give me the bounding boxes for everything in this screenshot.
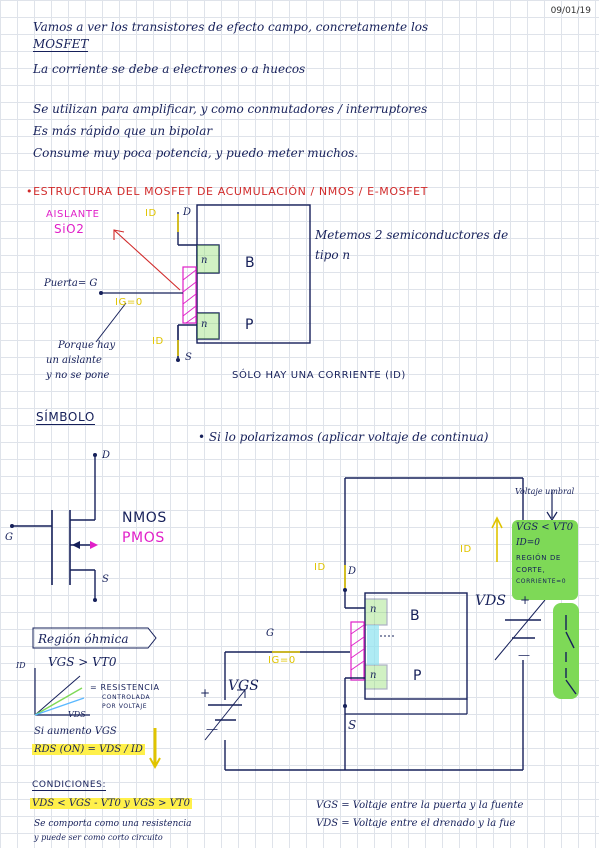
circuit-p: P — [413, 668, 423, 684]
def-vds: VDS = Voltaje entre el drenado y la fue — [316, 818, 516, 829]
pmos-label: PMOS — [122, 530, 165, 546]
corte-highlight — [512, 520, 578, 600]
nmos-label: NMOS — [122, 510, 167, 526]
intro-line-1: Vamos a ver los transistores de efecto c… — [33, 20, 429, 34]
sio2-label: SiO2 — [54, 222, 85, 236]
circuit-n-top: n — [370, 604, 377, 615]
voltaje-umbral-label: Voltaje umbral — [515, 487, 575, 496]
ohmica-vgs-gt: VGS > VT0 — [48, 655, 117, 669]
condiciones-line: VDS < VGS - VT0 y VGS > VT0 — [30, 798, 192, 809]
intro-line-4: Se utilizan para amplificar, y como conm… — [33, 102, 428, 116]
porque-line-2: un aislante — [46, 355, 102, 366]
corte-line-2: ID=0 — [516, 538, 541, 548]
date: 09/01/19 — [550, 6, 591, 16]
circuit-s: S — [348, 718, 357, 732]
circuit-b: B — [410, 608, 421, 624]
intro-line-6: Consume muy poca potencia, y puedo meter… — [33, 146, 359, 160]
vds-minus: — — [518, 648, 530, 662]
corte-line-4: CORTE, — [516, 566, 546, 574]
corte-line-1: VGS < VT0 — [516, 522, 574, 533]
n-top-label: n — [201, 255, 208, 266]
circuit-n-bot: n — [370, 670, 377, 681]
aislante-label: AISLANTE — [46, 209, 100, 220]
porque-line-1: Porque hay — [58, 340, 116, 351]
id-bot-label: ID — [152, 336, 164, 347]
p-label: P — [245, 317, 255, 333]
resistencia-line-2: CONTROLADA — [102, 694, 151, 701]
circuit-id-side: ID — [460, 544, 472, 555]
vgs-plus: + — [200, 686, 211, 700]
circuit-id-mid: ID — [314, 562, 326, 573]
simbolo-s: S — [102, 574, 109, 585]
simbolo-d: D — [102, 450, 111, 461]
n-bot-label: n — [201, 319, 208, 330]
ig0-label: IG=0 — [115, 297, 143, 308]
porque-line-3: y no se pone — [46, 370, 110, 381]
si-aumento-vgs: Si aumento VGS — [34, 726, 117, 737]
circuit-g: G — [266, 628, 274, 639]
intro-line-5: Es más rápido que un bipolar — [33, 124, 213, 138]
intro-line-3: La corriente se debe a electrones o a hu… — [33, 62, 306, 76]
corte-line-5: CORRIENTE=0 — [516, 578, 567, 585]
polarizamos-text: • Si lo polarizamos (aplicar voltaje de … — [198, 430, 489, 444]
vds-plus: + — [520, 593, 531, 607]
solo-corriente: SÓLO HAY UNA CORRIENTE (ID) — [232, 370, 406, 381]
circuit-d: D — [348, 566, 357, 577]
ohmica-vds-axis: VDS — [68, 710, 86, 719]
intro-line-2: MOSFET — [33, 37, 89, 52]
resistencia-line-1: = RESISTENCIA — [90, 683, 160, 692]
puerta-label: Puerta= G — [44, 278, 98, 289]
ohmica-id-axis: ID — [16, 661, 26, 670]
region-ohmica-title: Región óhmica — [38, 632, 129, 646]
metemos-line-1: Metemos 2 semiconductores de — [315, 228, 509, 242]
vgs-minus: — — [206, 722, 218, 736]
simbolo-g: G — [5, 532, 13, 543]
estructura-heading: •ESTRUCTURA DEL MOSFET DE ACUMULACIÓN / … — [26, 185, 429, 198]
vgs-label: VGS — [228, 678, 259, 694]
comporta-line-2: y puede ser como corto circuito — [34, 833, 163, 842]
def-vgs: VGS = Voltaje entre la puerta y la fuent… — [316, 800, 524, 811]
id-top-label: ID — [145, 208, 157, 219]
rds-on-formula: RDS (ON) = VDS / ID — [32, 744, 145, 755]
simbolo-heading: SÍMBOLO — [36, 410, 95, 425]
d-label: D — [183, 207, 192, 218]
circuit-ig0: IG=0 — [268, 655, 296, 666]
b-label: B — [245, 255, 256, 271]
s-label: S — [185, 352, 192, 363]
condiciones-title: CONDICIONES: — [32, 780, 107, 791]
metemos-line-2: tipo n — [315, 248, 351, 262]
comporta-line-1: Se comporta como una resistencia — [34, 819, 192, 829]
corte-line-3: REGIÓN DE — [516, 554, 561, 562]
vds-label: VDS — [475, 593, 506, 609]
resistencia-line-3: POR VOLTAJE — [102, 703, 148, 710]
